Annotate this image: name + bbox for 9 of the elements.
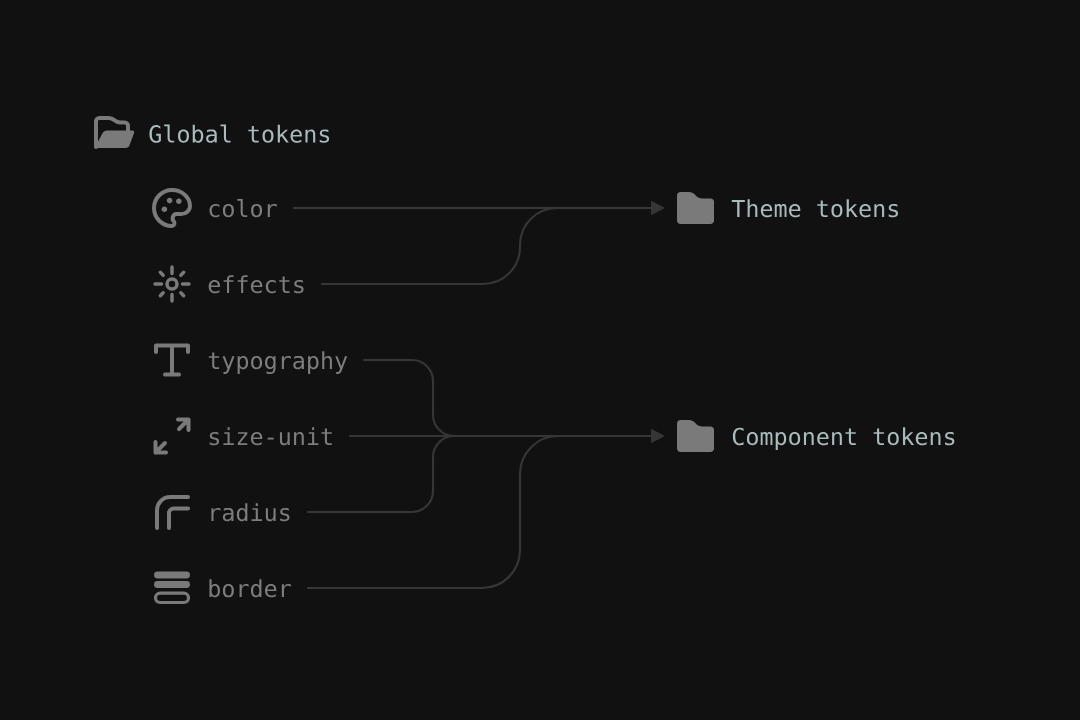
token-label: border xyxy=(209,579,291,598)
token-label: typography xyxy=(208,351,348,374)
token-label: radius xyxy=(211,503,290,522)
token-label: effects xyxy=(208,275,304,294)
token-label: size-unit xyxy=(209,427,332,446)
folder-label: Component tokens xyxy=(732,427,955,450)
folder-label: Theme tokens xyxy=(731,199,898,218)
folder-heading: Global tokens xyxy=(149,124,330,143)
token-label: color xyxy=(209,199,277,218)
